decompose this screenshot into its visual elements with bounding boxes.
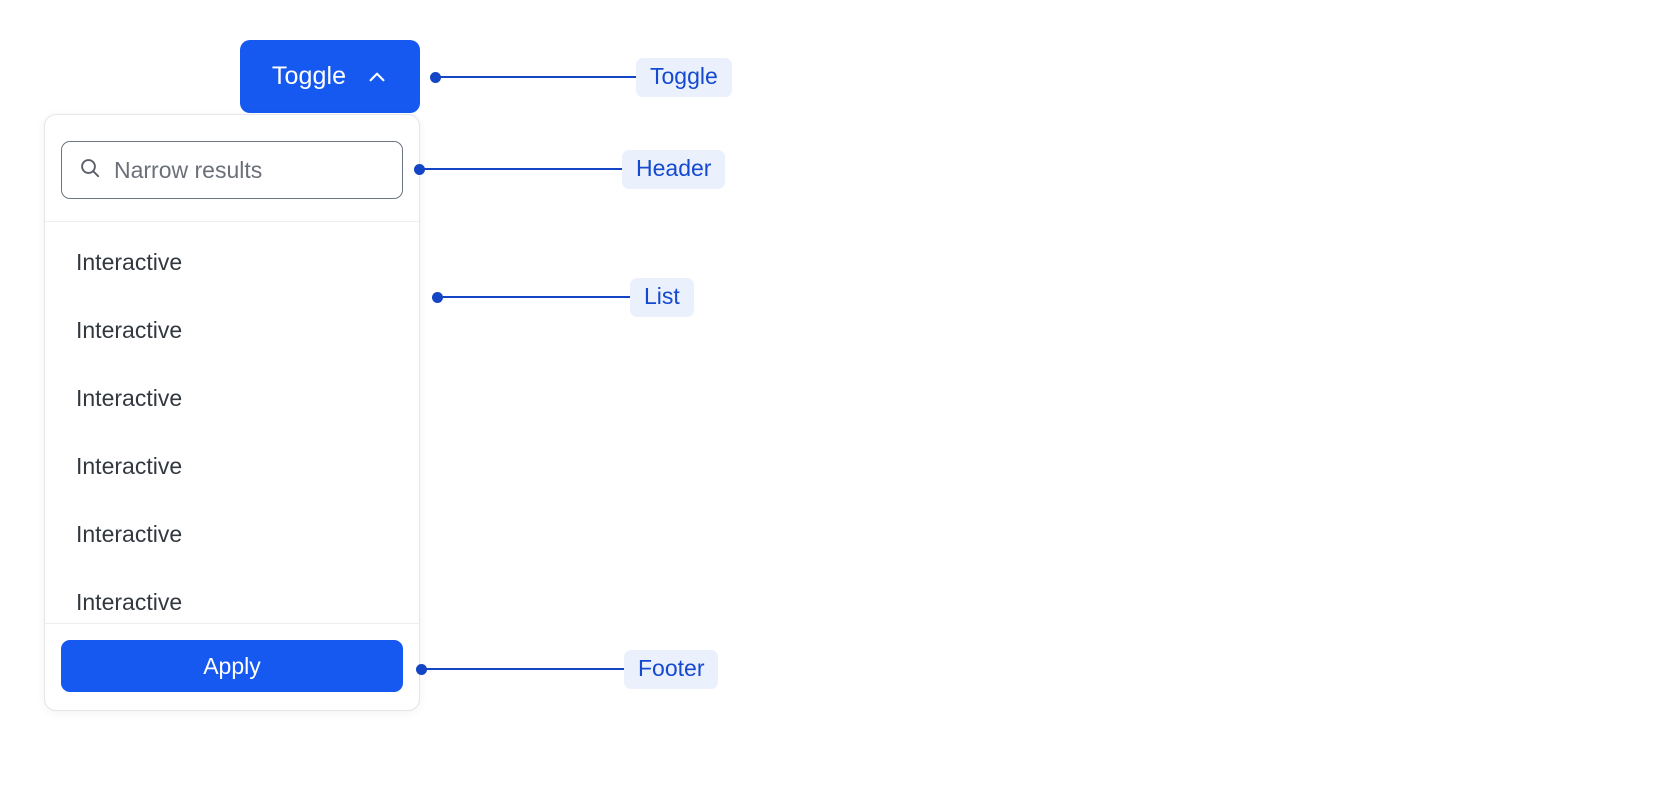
list-item[interactable]: Interactive	[45, 296, 419, 364]
search-input[interactable]	[114, 156, 402, 184]
annotation-label: Header	[622, 149, 726, 189]
list-item-label: Interactive	[76, 316, 183, 343]
list-item[interactable]: Interactive	[45, 500, 419, 568]
dropdown-panel: Interactive Interactive Interactive Inte…	[44, 114, 420, 711]
annotation-label: Footer	[624, 649, 719, 689]
list-item[interactable]: Interactive	[45, 568, 419, 623]
annotation-label: Toggle	[636, 57, 732, 97]
dropdown-list: Interactive Interactive Interactive Inte…	[45, 222, 419, 623]
toggle-button[interactable]: Toggle	[240, 40, 420, 113]
annotation-leader-line	[424, 168, 624, 170]
annotation-dot-icon	[416, 663, 427, 675]
dropdown-header	[45, 115, 419, 222]
annotation-leader-line	[440, 76, 638, 78]
annotation-leader-line	[426, 668, 626, 670]
list-item-label: Interactive	[76, 520, 183, 547]
list-item-label: Interactive	[76, 452, 183, 479]
list-item-label: Interactive	[76, 588, 183, 615]
search-field[interactable]	[61, 141, 403, 199]
chevron-up-icon	[366, 66, 388, 88]
annotation-dot-icon	[414, 163, 425, 175]
annotation-dot-icon	[430, 71, 441, 83]
apply-button[interactable]: Apply	[61, 640, 403, 692]
toggle-button-label: Toggle	[271, 62, 347, 90]
list-item-label: Interactive	[76, 384, 183, 411]
dropdown-footer: Apply	[45, 623, 419, 710]
list-item[interactable]: Interactive	[45, 432, 419, 500]
annotation-leader-line	[442, 296, 632, 298]
list-item-label: Interactive	[76, 248, 183, 275]
annotation-dot-icon	[432, 291, 443, 303]
annotation-label: List	[630, 277, 694, 317]
search-icon	[78, 156, 114, 185]
list-item[interactable]: Interactive	[45, 364, 419, 432]
list-item[interactable]: Interactive	[45, 228, 419, 296]
